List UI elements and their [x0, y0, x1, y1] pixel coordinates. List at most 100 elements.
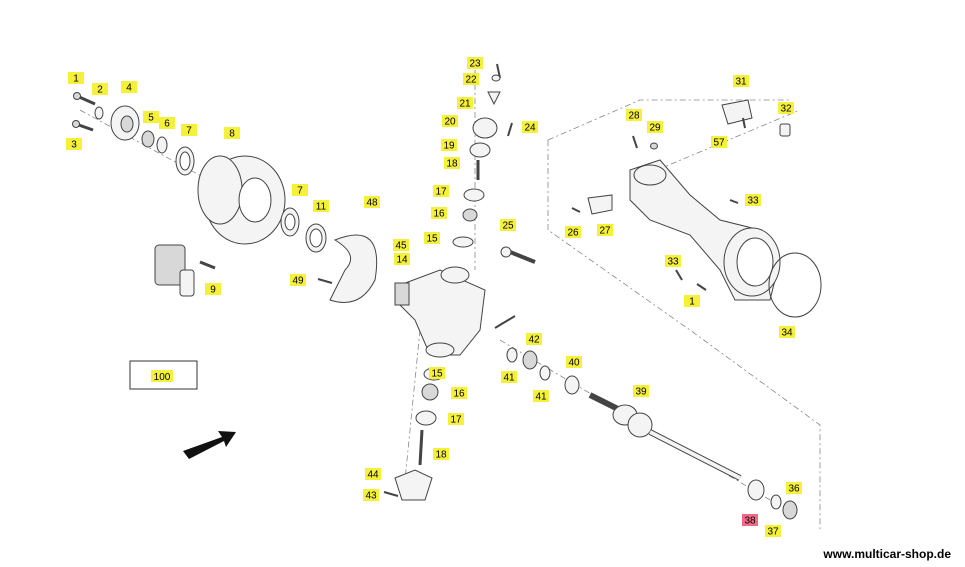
- callout-box: [626, 109, 642, 121]
- callout-57[interactable]: 57: [711, 136, 727, 149]
- callout-1[interactable]: 1: [68, 72, 84, 85]
- callout-label: 17: [450, 415, 462, 426]
- callout-41[interactable]: 41: [501, 371, 517, 384]
- kingpin-stack-top: [452, 63, 513, 248]
- callout-36[interactable]: 36: [786, 482, 802, 495]
- callout-label: 1: [73, 74, 79, 85]
- callout-8[interactable]: 8: [224, 127, 240, 140]
- callout-label: 57: [713, 138, 725, 149]
- callout-label: 42: [528, 335, 540, 346]
- callout-box: [159, 117, 175, 129]
- callout-21[interactable]: 21: [457, 97, 473, 110]
- callout-33[interactable]: 33: [745, 194, 761, 207]
- callout-4[interactable]: 4: [121, 81, 137, 94]
- callout-20[interactable]: 20: [442, 115, 458, 128]
- cover-plate-31: [721, 99, 753, 129]
- callout-label: 28: [628, 111, 640, 122]
- callout-49[interactable]: 49: [290, 274, 306, 287]
- callout-19[interactable]: 19: [441, 139, 457, 152]
- callout-box: [66, 138, 82, 150]
- callout-32[interactable]: 32: [778, 102, 794, 115]
- callout-label: 33: [667, 257, 679, 268]
- callout-6[interactable]: 6: [159, 117, 175, 130]
- callout-41[interactable]: 41: [533, 390, 549, 403]
- plug-32: [779, 123, 791, 137]
- callout-29[interactable]: 29: [647, 121, 663, 134]
- callout-27[interactable]: 27: [597, 224, 613, 237]
- callout-box: [365, 468, 381, 480]
- callout-label: 27: [599, 226, 611, 237]
- callout-3[interactable]: 3: [66, 138, 82, 151]
- bracket-27: [587, 194, 613, 215]
- group-label: 100: [154, 372, 171, 383]
- callout-7[interactable]: 7: [292, 184, 308, 197]
- callout-box: [363, 489, 379, 501]
- callout-7[interactable]: 7: [181, 124, 197, 137]
- seal-7: [175, 146, 195, 176]
- callout-box: [463, 73, 479, 85]
- callout-17[interactable]: 17: [448, 413, 464, 426]
- callout-label: 14: [396, 255, 408, 266]
- callout-38[interactable]: 38: [742, 514, 758, 527]
- callout-2[interactable]: 2: [92, 83, 108, 96]
- callout-label: 29: [649, 123, 661, 134]
- website-url[interactable]: www.multicar-shop.de: [823, 547, 951, 561]
- bearing-36: [782, 500, 798, 520]
- ring-6: [156, 136, 168, 154]
- callout-label: 11: [316, 202, 327, 213]
- callout-1[interactable]: 1: [684, 295, 700, 308]
- callout-label: 18: [435, 450, 447, 461]
- ring-41a: [506, 347, 518, 363]
- callout-box: [742, 514, 758, 526]
- callout-label: 43: [365, 491, 377, 502]
- callout-label: 23: [469, 59, 481, 70]
- callout-44[interactable]: 44: [365, 468, 381, 481]
- callout-label: 40: [568, 358, 580, 369]
- callout-label: 3: [71, 140, 77, 151]
- callout-42[interactable]: 42: [526, 333, 542, 346]
- callout-28[interactable]: 28: [626, 109, 642, 122]
- callout-15[interactable]: 15: [424, 232, 440, 245]
- callout-box: [526, 333, 542, 345]
- callout-9[interactable]: 9: [205, 283, 221, 296]
- drive-shaft-39: [588, 392, 742, 481]
- wheel-bolt-top: [73, 92, 96, 106]
- ring-37: [770, 494, 782, 510]
- axle-housing: [629, 159, 781, 301]
- callout-34[interactable]: 34: [779, 326, 795, 339]
- callout-label: 2: [97, 85, 103, 96]
- callout-11[interactable]: 11: [313, 200, 329, 213]
- callout-25[interactable]: 25: [500, 219, 516, 232]
- callout-17[interactable]: 17: [433, 185, 449, 198]
- callout-24[interactable]: 24: [522, 121, 538, 134]
- callout-14[interactable]: 14: [394, 253, 410, 266]
- callout-16[interactable]: 16: [431, 207, 447, 220]
- callout-26[interactable]: 26: [565, 226, 581, 239]
- callout-45[interactable]: 45: [393, 239, 409, 252]
- callout-31[interactable]: 31: [733, 75, 749, 88]
- callout-box: [181, 124, 197, 136]
- callout-18[interactable]: 18: [433, 448, 449, 461]
- callout-22[interactable]: 22: [463, 73, 479, 86]
- callout-37[interactable]: 37: [765, 525, 781, 538]
- cotter-pin: [494, 315, 516, 329]
- callout-box: [566, 356, 582, 368]
- callout-label: 6: [164, 119, 170, 130]
- callout-label: 25: [502, 221, 514, 232]
- callout-5[interactable]: 5: [143, 111, 159, 124]
- group-box[interactable]: 100: [129, 360, 198, 390]
- callout-43[interactable]: 43: [363, 489, 379, 502]
- callout-18[interactable]: 18: [444, 157, 460, 170]
- callout-33[interactable]: 33: [665, 255, 681, 268]
- callout-box: [779, 326, 795, 338]
- callout-40[interactable]: 40: [566, 356, 582, 369]
- callout-15[interactable]: 15: [429, 367, 445, 380]
- callout-39[interactable]: 39: [633, 385, 649, 398]
- callout-48[interactable]: 48: [364, 196, 380, 209]
- callout-box: [451, 387, 467, 399]
- tie-rod-end-25: [500, 246, 536, 264]
- callout-label: 33: [747, 196, 759, 207]
- callout-16[interactable]: 16: [451, 387, 467, 400]
- callout-23[interactable]: 23: [467, 57, 483, 70]
